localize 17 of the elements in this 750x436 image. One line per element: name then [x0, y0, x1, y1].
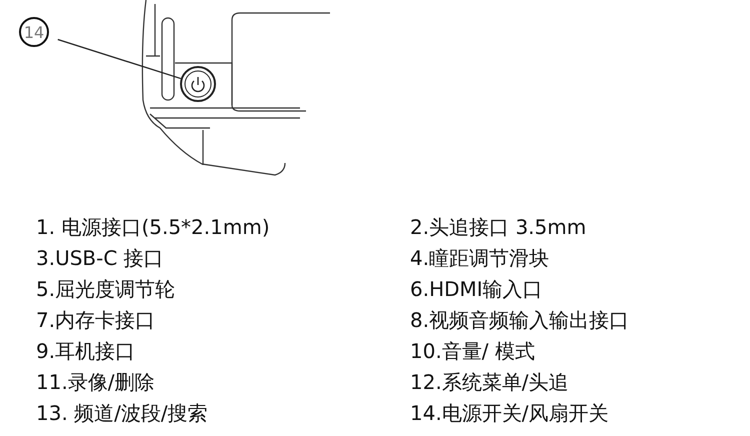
list-item: 14.电源开关/风扇开关 [410, 400, 609, 426]
power-button [180, 66, 216, 102]
list-item: 3.USB-C 接口 [36, 245, 164, 271]
list-item: 12.系统菜单/头追 [410, 369, 569, 395]
list-item: 10.音量/ 模式 [410, 338, 535, 364]
list-item: 7.内存卡接口 [36, 307, 156, 333]
list-item: 2.头追接口 3.5mm [410, 214, 586, 240]
list-item: 11.录像/删除 [36, 369, 155, 395]
list-item: 9.耳机接口 [36, 338, 136, 364]
list-item: 5.屈光度调节轮 [36, 276, 176, 302]
list-item: 6.HDMI输入口 [410, 276, 543, 302]
callout-number: 14 [19, 17, 49, 47]
list-item: 8.视频音频输入输出接口 [410, 307, 630, 333]
list-item: 4.瞳距调节滑块 [410, 245, 550, 271]
list-item: 13. 频道/波段/搜索 [36, 400, 208, 426]
list-item: 1. 电源接口(5.5*2.1mm) [36, 214, 270, 240]
leader-line [58, 38, 182, 80]
